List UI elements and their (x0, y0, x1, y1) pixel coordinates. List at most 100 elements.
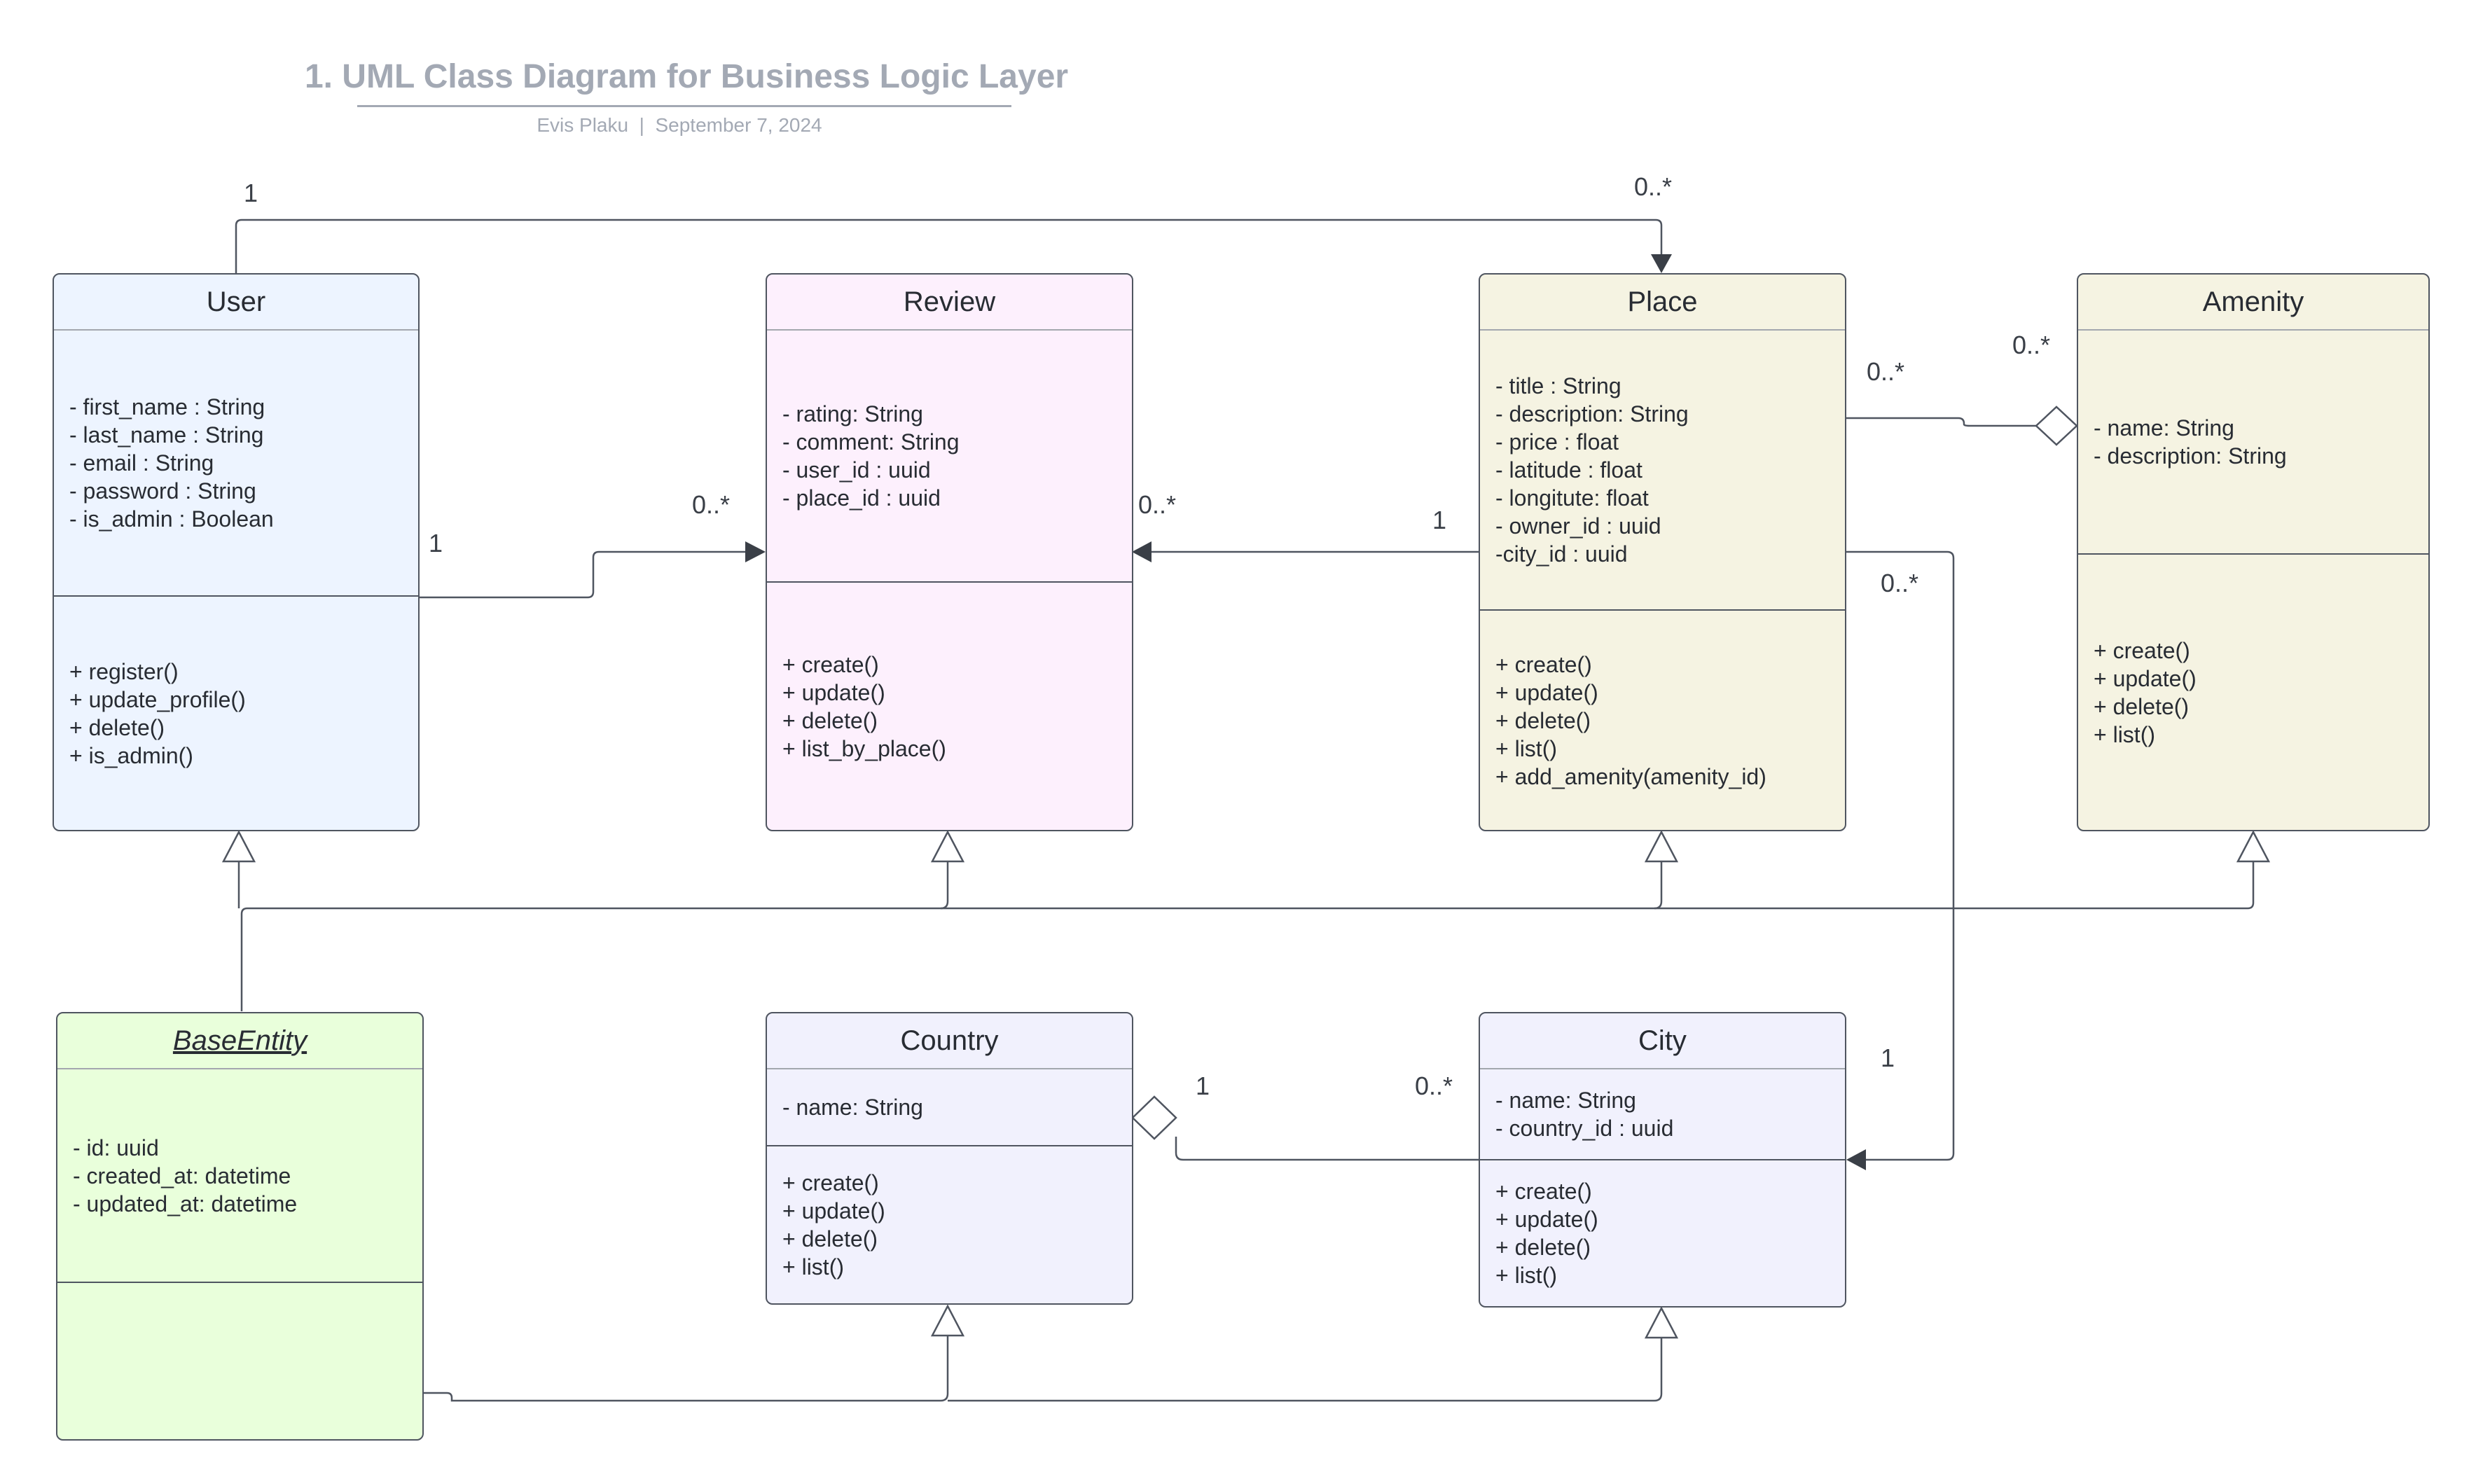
methods: + create() + update() + delete() + list() (767, 1146, 1132, 1303)
member-line: + delete() (1495, 1235, 1591, 1260)
member-line: + update() (1495, 679, 1598, 705)
gen-user-triangle (221, 830, 256, 863)
member-line: - country_id : uuid (1495, 1116, 1674, 1141)
assoc-user-place (235, 219, 1663, 275)
member-line: - password : String (69, 478, 256, 504)
class-user[interactable]: User - first_name : String- last_name : … (53, 273, 420, 831)
mult-place-city-place: 0..* (1881, 569, 1919, 597)
member-line: - is_admin : Boolean (69, 506, 274, 532)
member-line: + update() (2094, 665, 2197, 691)
agg-place-amenity (1846, 417, 2037, 427)
assoc-place-city-arrowhead (1846, 1149, 1866, 1170)
mult-place-review-place: 1 (1432, 506, 1447, 534)
member-line: - place_id : uuid (782, 485, 941, 511)
member-line: - price : float (1495, 429, 1619, 455)
class-country[interactable]: Country - name: String + create() + updat… (766, 1012, 1133, 1305)
mult-place-amenity-amenity: 0..* (2012, 331, 2051, 359)
methods: + register()+ update_profile()+ delete()… (54, 597, 418, 830)
diagram-title: 1. UML Class Diagram for Business Logic … (304, 58, 1069, 95)
mult-place-city-city: 1 (1881, 1043, 1895, 1072)
gen-country-triangle (930, 1304, 965, 1337)
mult-user-review-review: 0..* (692, 490, 731, 519)
methods: + create() + update() + delete() + list() (1480, 1160, 1845, 1306)
member-line: + list() (2094, 721, 2155, 747)
member-line: - name: String (1495, 1088, 1636, 1113)
member-line: - comment: String (782, 429, 960, 455)
member-line: + is_admin() (69, 742, 193, 768)
attributes: - rating: String- comment: String- user_… (767, 331, 1132, 583)
diagram-subtitle: Evis Plaku | September 7, 2024 (537, 114, 822, 136)
member-line: - name: String (2094, 415, 2234, 441)
attributes: - name: String - country_id : uuid (1480, 1069, 1845, 1160)
member-line: + create() (1495, 651, 1592, 677)
class-name: Country (767, 1013, 1132, 1069)
member-line: + update_profile() (69, 686, 246, 712)
member-line: + list() (782, 1254, 844, 1280)
mult-country-city-country: 1 (1196, 1072, 1210, 1100)
member-line: - title : String (1495, 373, 1621, 398)
title-underline (357, 105, 1011, 107)
class-place[interactable]: Place - title : String- description: Str… (1479, 273, 1846, 831)
mult-place-review-review: 0..* (1138, 490, 1177, 519)
member-line: - first_name : String (69, 394, 265, 419)
member-line: - last_name : String (69, 422, 264, 448)
mult-place-amenity-place: 0..* (1867, 357, 1905, 386)
gen-place-stem (1654, 861, 1663, 910)
class-name: Place (1480, 275, 1845, 331)
member-line: + delete() (2094, 693, 2190, 719)
assoc-user-review-arrowhead (745, 541, 766, 562)
mult-user-place-user: 1 (244, 179, 258, 207)
member-line: + update() (782, 1198, 885, 1223)
mult-country-city-city: 0..* (1415, 1072, 1453, 1100)
member-line: + delete() (782, 1226, 878, 1251)
member-line: + create() (1495, 1179, 1592, 1204)
attributes: - first_name : String - last_name : Strin… (54, 331, 418, 597)
member-line: + delete() (1495, 707, 1591, 733)
class-name: BaseEntity (57, 1013, 422, 1069)
member-line: + update() (782, 679, 885, 705)
member-line: - name: String (782, 1095, 923, 1120)
attributes: - title : String- description: String- p… (1480, 331, 1845, 611)
member-line: + list() (1495, 1263, 1557, 1288)
methods: + create()+ update()+ delete()+ list_by_… (767, 583, 1132, 830)
methods: + create()+ update()+ delete()+ list() (2078, 555, 2428, 830)
member-line: + add_amenity(amenity_id) (1495, 763, 1766, 789)
agg-country-city-diamond (1131, 1095, 1177, 1140)
generalization-bus-lower (422, 1336, 949, 1402)
member-line: + update() (1495, 1207, 1598, 1232)
gen-review-stem (940, 861, 949, 910)
assoc-user-review (419, 550, 748, 599)
class-base-entity[interactable]: BaseEntity - id: uuid - created_at: datet… (56, 1012, 424, 1441)
member-line: - rating: String (782, 401, 923, 427)
member-line: - user_id : uuid (782, 457, 931, 483)
assoc-place-review-arrowhead (1132, 541, 1151, 562)
agg-country-city (1175, 1137, 1479, 1161)
mult-user-review-user: 1 (429, 529, 443, 557)
member-line: - id: uuid (73, 1135, 159, 1160)
class-name: Amenity (2078, 275, 2428, 331)
member-line: + create() (2094, 637, 2190, 663)
member-line: - latitude : float (1495, 457, 1642, 483)
attributes: - name: String- description: String (2078, 331, 2428, 555)
member-line: + delete() (69, 714, 165, 740)
member-line: + create() (782, 1170, 879, 1195)
member-line: - email : String (69, 450, 214, 476)
gen-amenity-triangle (2236, 830, 2271, 863)
methods: + create()+ update()+ delete()+ list()+ … (1480, 611, 1845, 830)
class-name: Review (767, 275, 1132, 331)
generalization-bus-upper (240, 861, 2255, 1011)
member-line: + list_by_place() (782, 735, 946, 761)
member-line: + list() (1495, 735, 1557, 761)
class-name: City (1480, 1013, 1845, 1069)
member-line: + create() (782, 651, 879, 677)
class-review[interactable]: Review - rating: String- comment: String… (766, 273, 1133, 831)
class-city[interactable]: City - name: String - country_id : uuid +… (1479, 1012, 1846, 1308)
member-line: - description: String (2094, 443, 2287, 469)
gen-city-triangle (1644, 1306, 1679, 1339)
class-amenity[interactable]: Amenity - name: String- description: Str… (2077, 273, 2430, 831)
member-line: - created_at: datetime (73, 1163, 291, 1188)
assoc-user-place-arrowhead (1651, 254, 1672, 273)
mult-user-place-place: 0..* (1634, 172, 1673, 201)
